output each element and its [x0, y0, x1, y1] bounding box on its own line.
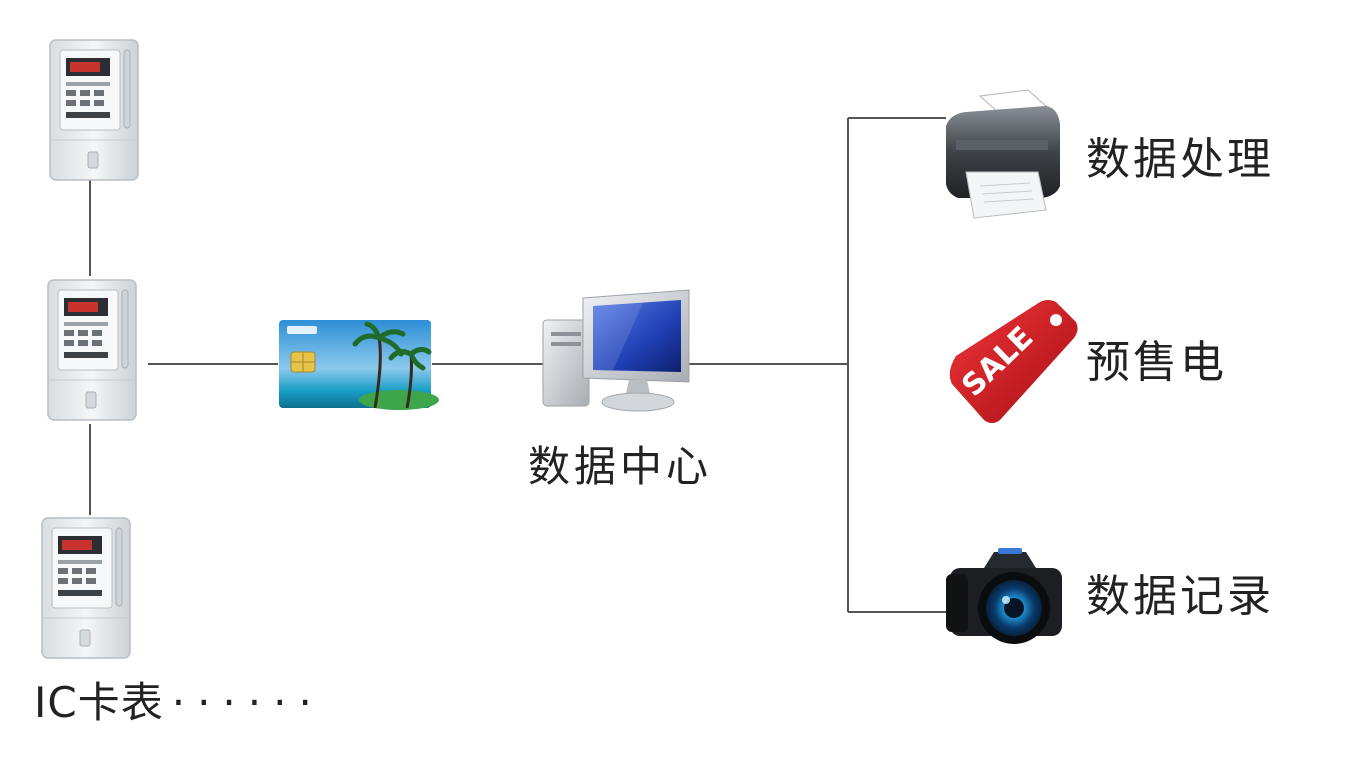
- printer-icon: [946, 89, 1060, 219]
- data-center-label: 数据中心: [528, 442, 713, 491]
- camera-icon: [946, 548, 1062, 644]
- connector-lines: [89, 117, 946, 613]
- electric-meter-icon: [47, 279, 137, 421]
- electric-meter-icon: [41, 517, 131, 659]
- output-label-processing: 数据处理: [1086, 134, 1274, 185]
- meter-label: IC卡表······: [34, 682, 324, 724]
- output-label-presale: 预售电: [1086, 337, 1227, 388]
- meter-label-text: IC卡表: [34, 678, 164, 727]
- electric-meter-icon: [49, 39, 139, 181]
- output-label-recording: 数据记录: [1086, 571, 1274, 622]
- sale-tag-icon: SALE: [949, 300, 1078, 423]
- meter-label-ellipsis: ······: [171, 678, 324, 727]
- ic-card-icon: [279, 320, 439, 410]
- computer-icon: [542, 289, 690, 412]
